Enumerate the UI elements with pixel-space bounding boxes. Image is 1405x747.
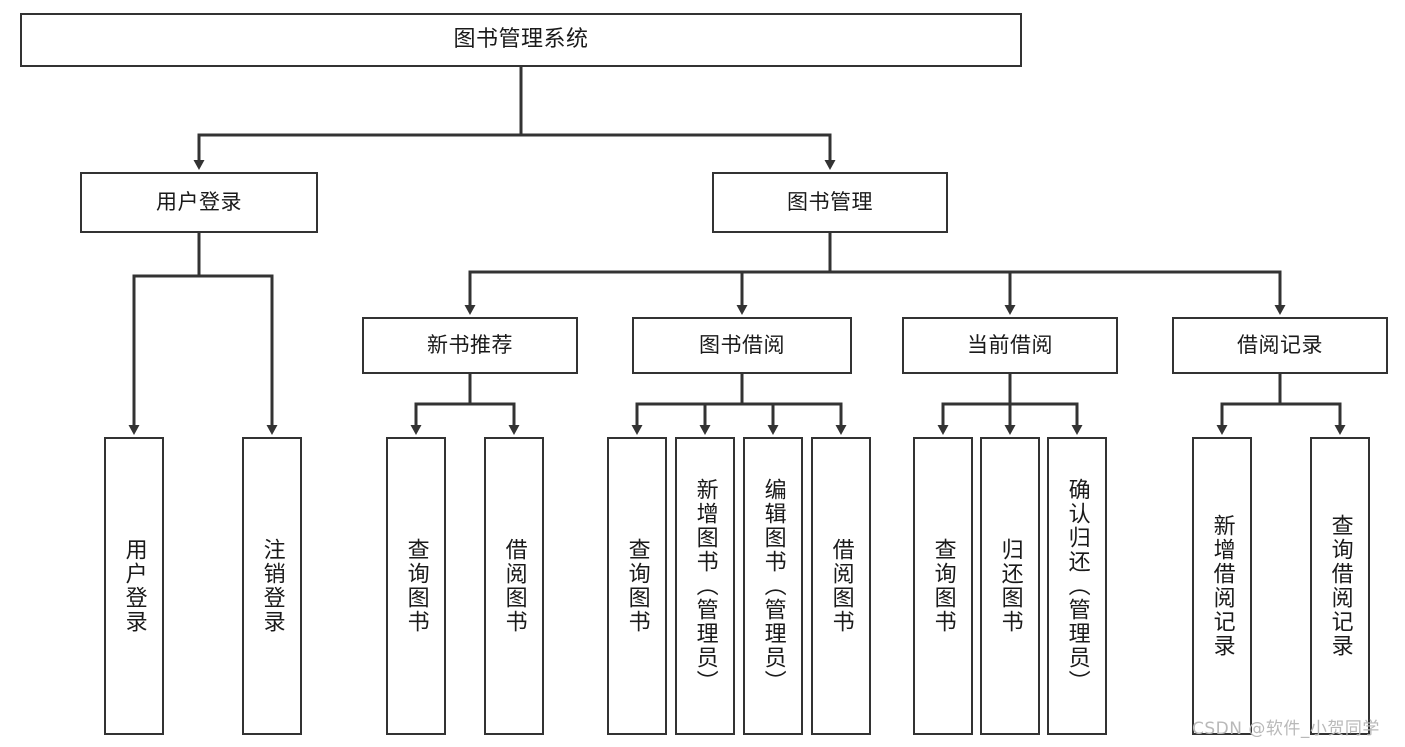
node-leaf-logout-login[interactable]: 注销登录 [242, 437, 302, 735]
node-leaf-query-record-label: 查询借阅记录 [1327, 514, 1353, 658]
node-leaf-query-book-1[interactable]: 查询图书 [386, 437, 446, 735]
node-current-borrow-label: 当前借阅 [967, 332, 1053, 357]
node-book-borrow-label: 图书借阅 [699, 332, 785, 357]
node-new-book-recommend[interactable]: 新书推荐 [362, 317, 578, 374]
node-leaf-confirm-return-label: 确认归还（管理员） [1064, 478, 1090, 694]
node-leaf-query-record[interactable]: 查询借阅记录 [1310, 437, 1370, 735]
node-book-borrow[interactable]: 图书借阅 [632, 317, 852, 374]
node-leaf-query-book-2-label: 查询图书 [624, 538, 650, 634]
node-leaf-add-record[interactable]: 新增借阅记录 [1192, 437, 1252, 735]
node-leaf-logout-login-label: 注销登录 [259, 538, 285, 634]
node-new-book-recommend-label: 新书推荐 [427, 332, 513, 357]
node-leaf-add-record-label: 新增借阅记录 [1209, 514, 1235, 658]
node-user-login[interactable]: 用户登录 [80, 172, 318, 233]
node-leaf-confirm-return[interactable]: 确认归还（管理员） [1047, 437, 1107, 735]
watermark-csdn: CSDN @软件_小贺同学 [1192, 719, 1380, 739]
node-borrow-record-label: 借阅记录 [1237, 332, 1323, 357]
node-leaf-query-book-1-label: 查询图书 [403, 538, 429, 634]
node-root-label: 图书管理系统 [453, 27, 589, 53]
node-root[interactable]: 图书管理系统 [20, 13, 1022, 67]
node-leaf-edit-book[interactable]: 编辑图书（管理员） [743, 437, 803, 735]
node-book-manage-label: 图书管理 [787, 189, 873, 214]
node-leaf-return-book-label: 归还图书 [997, 538, 1023, 634]
node-leaf-user-login[interactable]: 用户登录 [104, 437, 164, 735]
node-leaf-query-book-2[interactable]: 查询图书 [607, 437, 667, 735]
node-leaf-query-book-3[interactable]: 查询图书 [913, 437, 973, 735]
node-leaf-borrow-book-2[interactable]: 借阅图书 [811, 437, 871, 735]
node-leaf-borrow-book-2-label: 借阅图书 [828, 538, 854, 634]
node-leaf-borrow-book-1-label: 借阅图书 [501, 538, 527, 634]
node-user-login-label: 用户登录 [156, 189, 242, 214]
node-leaf-return-book[interactable]: 归还图书 [980, 437, 1040, 735]
node-borrow-record[interactable]: 借阅记录 [1172, 317, 1388, 374]
node-leaf-query-book-3-label: 查询图书 [930, 538, 956, 634]
node-leaf-add-book[interactable]: 新增图书（管理员） [675, 437, 735, 735]
node-leaf-add-book-label: 新增图书（管理员） [692, 478, 718, 694]
node-current-borrow[interactable]: 当前借阅 [902, 317, 1118, 374]
node-leaf-user-login-label: 用户登录 [121, 538, 147, 634]
node-leaf-edit-book-label: 编辑图书（管理员） [760, 478, 786, 694]
node-book-manage[interactable]: 图书管理 [712, 172, 948, 233]
node-leaf-borrow-book-1[interactable]: 借阅图书 [484, 437, 544, 735]
